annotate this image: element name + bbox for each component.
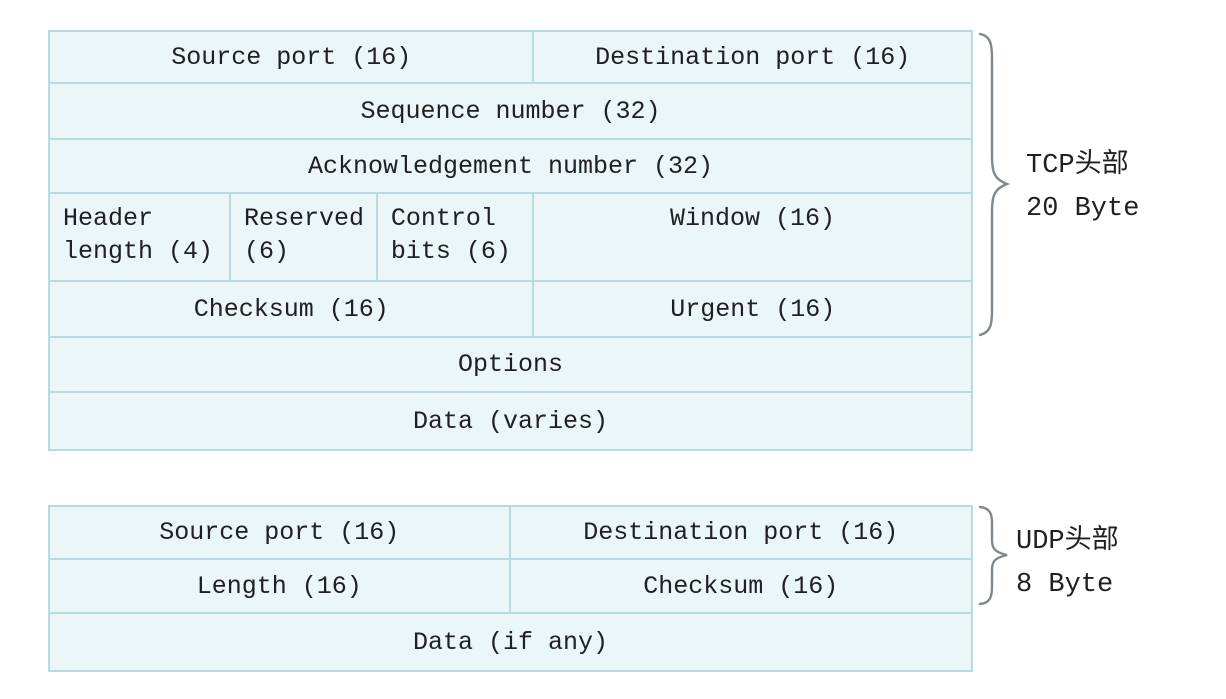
- udp-annotation-line1: UDP头部: [1016, 527, 1119, 557]
- tcp-row-checksum: Checksum (16) Urgent (16): [50, 282, 971, 338]
- udp-cell-checksum: Checksum (16): [510, 560, 971, 612]
- tcp-row-data: Data (varies): [50, 393, 971, 449]
- tcp-row-sequence: Sequence number (32): [50, 84, 971, 140]
- tcp-cell-destination-port: Destination port (16): [534, 32, 971, 82]
- tcp-cell-data: Data (varies): [50, 393, 971, 449]
- tcp-cell-reserved: Reserved (6): [230, 194, 378, 280]
- tcp-cell-window: Window (16): [533, 194, 971, 280]
- udp-annotation-line2: 8 Byte: [1016, 570, 1114, 600]
- udp-cell-data: Data (if any): [50, 614, 971, 670]
- tcp-brace: [978, 32, 1010, 337]
- udp-cell-destination-port: Destination port (16): [510, 507, 971, 558]
- udp-row-length-checksum: Length (16) Checksum (16): [50, 560, 971, 614]
- tcp-row-ports: Source port (16) Destination port (16): [50, 32, 971, 84]
- udp-annotation: UDP头部 8 Byte: [1016, 521, 1119, 607]
- udp-brace: [978, 505, 1008, 606]
- tcp-cell-source-port: Source port (16): [50, 32, 535, 82]
- tcp-cell-header-length: Header length (4): [50, 194, 231, 280]
- tcp-header-table: Source port (16) Destination port (16) S…: [48, 30, 973, 451]
- udp-cell-length: Length (16): [50, 560, 511, 612]
- tcp-row-flags: Header length (4) Reserved (6) Control b…: [50, 194, 971, 282]
- tcp-cell-options: Options: [50, 338, 971, 391]
- tcp-cell-control-bits: Control bits (6): [377, 194, 534, 280]
- tcp-annotation-line2: 20 Byte: [1026, 194, 1140, 224]
- tcp-cell-sequence-number: Sequence number (32): [50, 84, 971, 138]
- tcp-cell-acknowledgement-number: Acknowledgement number (32): [50, 140, 971, 192]
- tcp-annotation-line1: TCP头部: [1026, 151, 1129, 181]
- udp-row-data: Data (if any): [50, 614, 971, 670]
- udp-cell-source-port: Source port (16): [50, 507, 511, 558]
- tcp-row-acknowledgement: Acknowledgement number (32): [50, 140, 971, 194]
- tcp-row-options: Options: [50, 338, 971, 393]
- tcp-cell-checksum: Checksum (16): [50, 282, 535, 336]
- tcp-cell-urgent: Urgent (16): [534, 282, 971, 336]
- tcp-annotation: TCP头部 20 Byte: [1026, 145, 1139, 231]
- udp-header-table: Source port (16) Destination port (16) L…: [48, 505, 973, 672]
- udp-row-ports: Source port (16) Destination port (16): [50, 507, 971, 560]
